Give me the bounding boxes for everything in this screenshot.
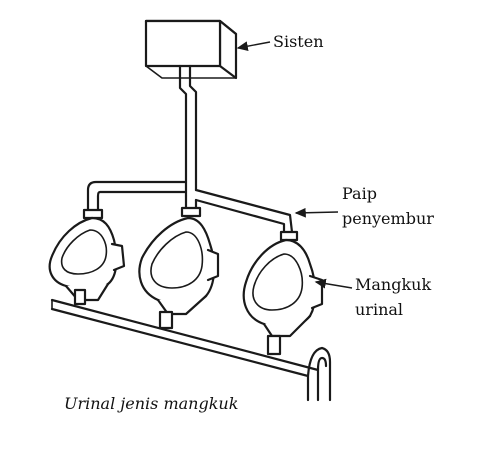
waste-pipe (50, 298, 332, 402)
bowl-label-line1: Mangkuk (355, 275, 431, 294)
flush-pipe-vertical (178, 64, 198, 198)
flush-pipe-label-line1: Paip (342, 184, 377, 203)
urinal-bowl-2 (138, 216, 220, 330)
cistern-leader (236, 41, 271, 52)
urinal-bowl-1 (48, 216, 126, 306)
urinal-bowl-3 (242, 238, 324, 356)
flush-pipe-leader (294, 207, 339, 218)
cistern-label: Sisten (273, 32, 324, 51)
flush-pipe-horizontal (82, 180, 299, 242)
cistern (144, 19, 238, 80)
bowl-leader (314, 278, 353, 289)
flush-pipe-label-line2: penyembur (342, 209, 434, 228)
bowl-label-line2: urinal (355, 300, 403, 319)
diagram-caption: Urinal jenis mangkuk (64, 394, 238, 413)
